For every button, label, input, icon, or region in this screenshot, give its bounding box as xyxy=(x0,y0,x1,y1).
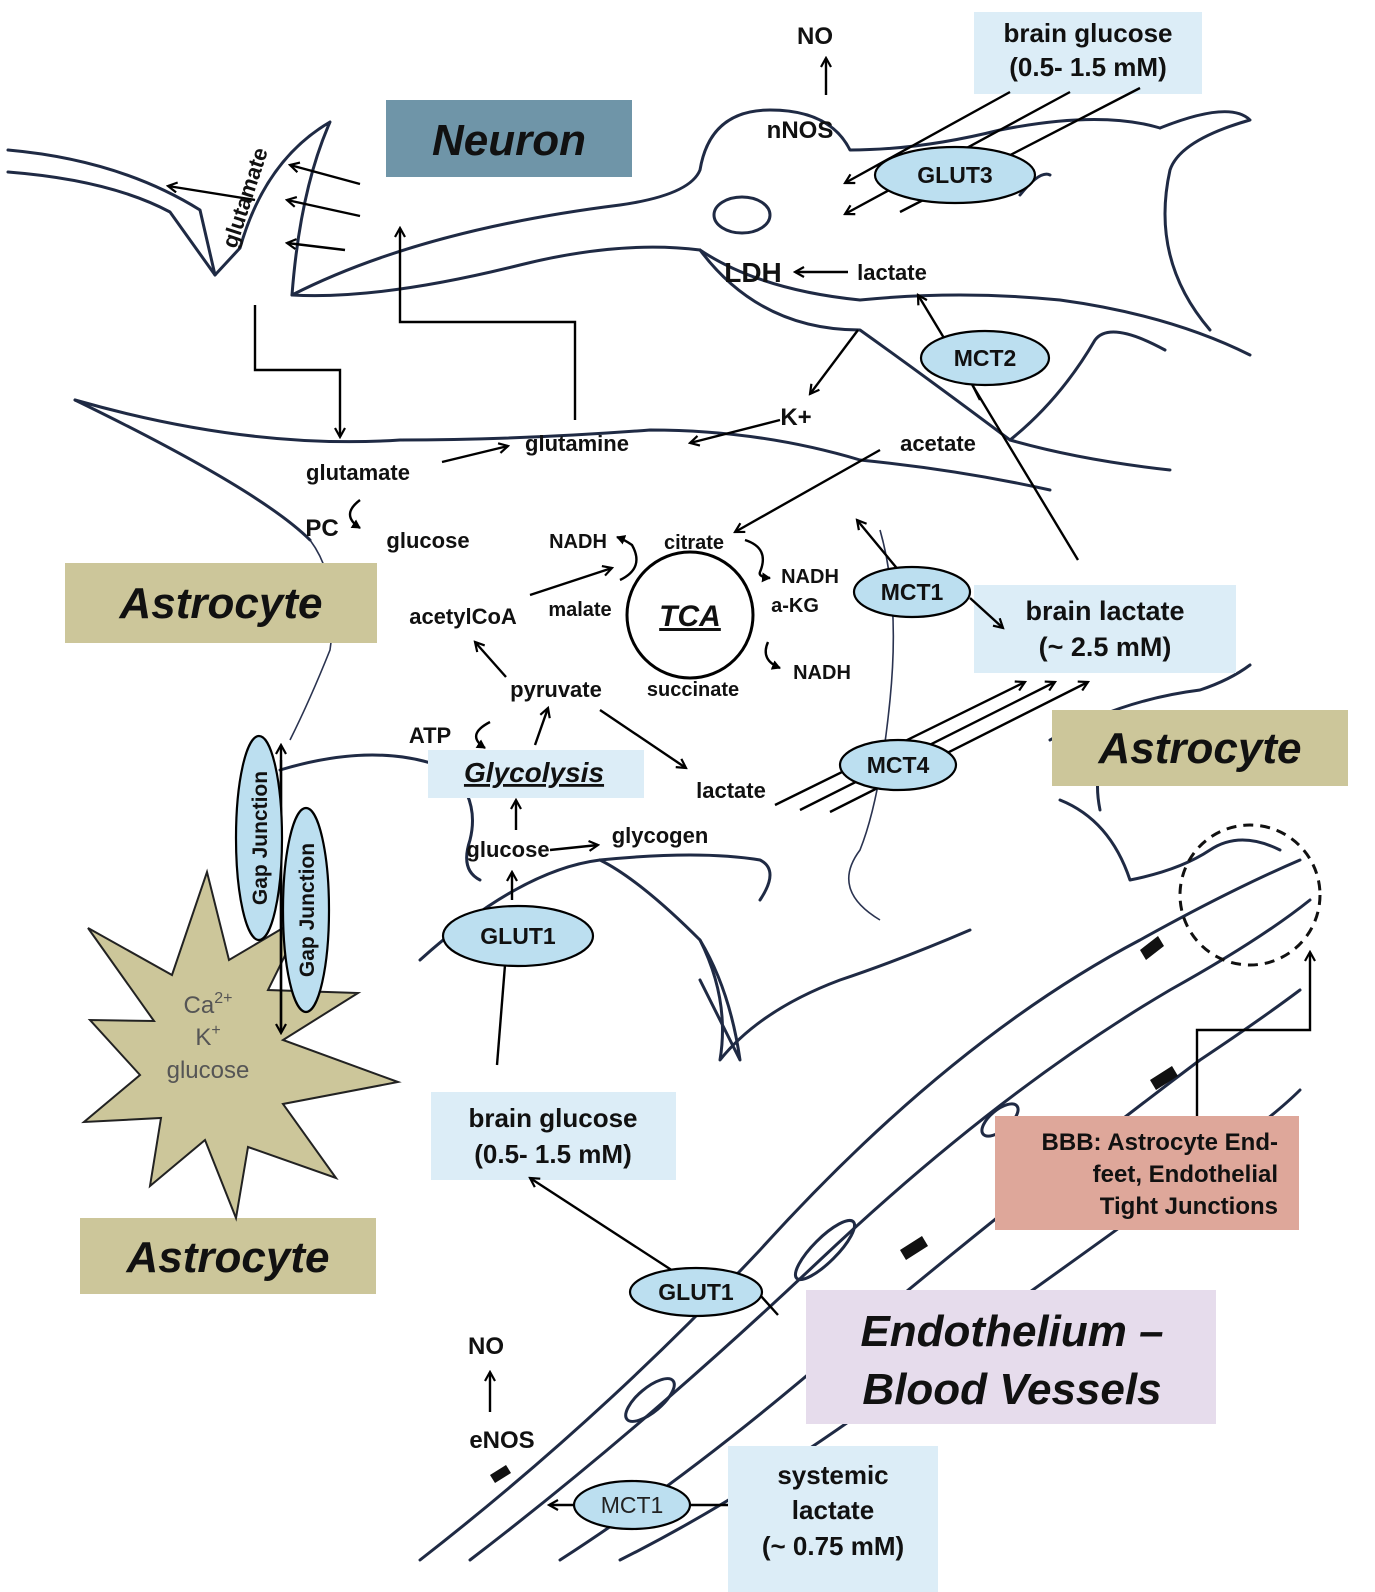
acetylcoa-label: acetylCoA xyxy=(409,604,517,629)
brain-glucose-mid-box: brain glucose (0.5- 1.5 mM) xyxy=(431,1092,676,1180)
svg-text:Blood Vessels: Blood Vessels xyxy=(862,1365,1161,1414)
astrocyte-bottom-title: Astrocyte xyxy=(80,1218,376,1294)
svg-text:(~ 0.75 mM): (~ 0.75 mM) xyxy=(762,1531,904,1561)
pc-label: PC xyxy=(305,515,338,542)
svg-text:MCT4: MCT4 xyxy=(867,752,930,778)
svg-text:TCA: TCA xyxy=(659,600,721,633)
acetate-label: acetate xyxy=(900,431,976,456)
svg-text:Glycolysis: Glycolysis xyxy=(464,757,604,788)
glutamate-label: glutamate xyxy=(306,460,410,485)
svg-text:brain lactate: brain lactate xyxy=(1025,596,1184,626)
lactate-astrocyte-label: lactate xyxy=(696,778,766,803)
calcium-wave-star: Ca2+ K+ glucose xyxy=(84,872,398,1218)
glut1-astrocyte-transporter: GLUT1 xyxy=(443,906,593,966)
gap-junction-2: Gap Junction xyxy=(283,808,329,1012)
svg-text:feet, Endothelial: feet, Endothelial xyxy=(1093,1161,1278,1188)
ldh-label: LDH xyxy=(724,257,782,288)
mct1-vessel-transporter: MCT1 xyxy=(574,1481,690,1529)
succinate-label: succinate xyxy=(647,679,739,701)
svg-text:Endothelium –: Endothelium – xyxy=(860,1307,1163,1356)
svg-text:Astrocyte: Astrocyte xyxy=(126,1233,330,1282)
akg-label: a-KG xyxy=(771,595,819,617)
svg-text:systemic: systemic xyxy=(777,1460,888,1490)
svg-text:Neuron: Neuron xyxy=(432,116,586,165)
no-top-label: NO xyxy=(797,23,833,50)
mct4-transporter: MCT4 xyxy=(840,740,956,790)
brain-lactate-box: brain lactate (~ 2.5 mM) xyxy=(974,585,1236,673)
systemic-lactate-box: systemic lactate (~ 0.75 mM) xyxy=(728,1446,938,1592)
endothelium-title: Endothelium – Blood Vessels xyxy=(806,1290,1216,1424)
pyruvate-label: pyruvate xyxy=(510,677,602,702)
svg-text:BBB: Astrocyte End-: BBB: Astrocyte End- xyxy=(1042,1129,1278,1156)
no-bottom-label: NO xyxy=(468,1333,504,1360)
atp-label: ATP xyxy=(409,723,451,748)
malate-label: malate xyxy=(548,599,611,621)
svg-text:Tight Junctions: Tight Junctions xyxy=(1100,1193,1278,1220)
nnos-label: nNOS xyxy=(767,117,834,144)
astrocyte-left-title: Astrocyte xyxy=(65,563,377,643)
svg-text:brain glucose: brain glucose xyxy=(468,1103,637,1133)
svg-text:GLUT3: GLUT3 xyxy=(917,162,992,188)
astrocyte-right-title: Astrocyte xyxy=(1052,710,1348,786)
mct2-transporter: MCT2 xyxy=(921,331,1049,385)
svg-text:lactate: lactate xyxy=(792,1495,874,1525)
gap-junction-1: Gap Junction xyxy=(236,736,282,940)
citrate-label: citrate xyxy=(664,532,724,554)
glut3-transporter: GLUT3 xyxy=(875,147,1035,203)
svg-text:(0.5- 1.5 mM): (0.5- 1.5 mM) xyxy=(1009,52,1167,82)
svg-text:GLUT1: GLUT1 xyxy=(480,923,556,949)
brain-glucose-top-box: brain glucose (0.5- 1.5 mM) xyxy=(974,12,1202,94)
glycogen-label: glycogen xyxy=(612,823,709,848)
glut1-vessel-transporter: GLUT1 xyxy=(630,1268,762,1316)
svg-text:glucose: glucose xyxy=(167,1057,250,1084)
glucose-astrocyte-label: glucose xyxy=(466,837,549,862)
svg-text:MCT1: MCT1 xyxy=(881,579,944,605)
neuron-title: Neuron xyxy=(386,100,632,177)
bbb-pointer-line xyxy=(1197,952,1310,1116)
svg-text:Astrocyte: Astrocyte xyxy=(1098,724,1302,773)
svg-text:MCT1: MCT1 xyxy=(601,1492,664,1518)
nadh-right2-label: NADH xyxy=(793,662,851,684)
glucose-pc-label: glucose xyxy=(386,528,469,553)
nadh-left-label: NADH xyxy=(549,531,607,553)
svg-text:Gap Junction: Gap Junction xyxy=(296,843,319,977)
svg-text:GLUT1: GLUT1 xyxy=(658,1279,734,1305)
tca-cycle: TCA xyxy=(627,552,753,678)
k-plus-label: K+ xyxy=(780,404,811,431)
svg-text:MCT2: MCT2 xyxy=(954,345,1017,371)
svg-text:(0.5- 1.5 mM): (0.5- 1.5 mM) xyxy=(474,1139,632,1169)
bbb-box: BBB: Astrocyte End- feet, Endothelial Ti… xyxy=(995,1116,1299,1230)
nadh-right1-label: NADH xyxy=(781,566,839,588)
glutamine-label: glutamine xyxy=(525,431,629,456)
glutamate-vertical-label: glutamate xyxy=(217,144,273,251)
svg-text:brain glucose: brain glucose xyxy=(1003,18,1172,48)
lactate-neuron-label: lactate xyxy=(857,260,927,285)
svg-text:Astrocyte: Astrocyte xyxy=(119,579,323,628)
enos-label: eNOS xyxy=(469,1427,534,1454)
svg-text:(~ 2.5 mM): (~ 2.5 mM) xyxy=(1039,632,1172,662)
svg-text:Gap Junction: Gap Junction xyxy=(249,771,272,905)
glycolysis-box: Glycolysis xyxy=(428,750,644,798)
mct1-astrocyte-transporter: MCT1 xyxy=(854,567,970,617)
